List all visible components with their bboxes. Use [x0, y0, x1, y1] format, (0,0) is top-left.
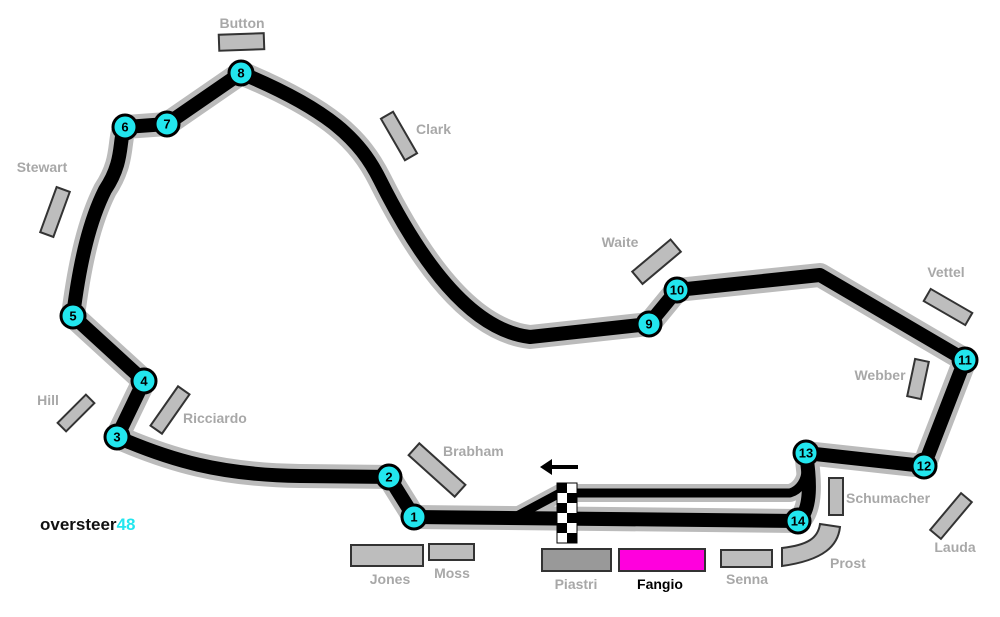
turn-4: 4 [130, 367, 158, 395]
turn-3: 3 [103, 423, 131, 451]
svg-text:Hill: Hill [37, 392, 59, 408]
svg-text:Button: Button [219, 15, 264, 31]
grandstand-stewart[interactable]: Stewart [17, 159, 72, 239]
start-finish-line [556, 482, 578, 544]
svg-text:Vettel: Vettel [927, 264, 964, 280]
svg-text:Schumacher: Schumacher [846, 490, 931, 506]
svg-text:8: 8 [237, 66, 244, 81]
grandstand-hill[interactable]: Hill [37, 392, 96, 433]
turn-14: 14 [784, 507, 812, 535]
turn-13: 13 [792, 439, 820, 467]
svg-text:Fangio: Fangio [637, 576, 683, 592]
svg-text:2: 2 [385, 470, 392, 485]
svg-text:Prost: Prost [830, 555, 866, 571]
svg-text:1: 1 [410, 510, 417, 525]
svg-text:6: 6 [121, 120, 128, 135]
svg-text:Lauda: Lauda [934, 539, 975, 555]
svg-text:Ricciardo: Ricciardo [183, 410, 247, 426]
turn-1: 1 [400, 503, 428, 531]
svg-text:14: 14 [791, 514, 806, 529]
turn-6: 6 [111, 113, 139, 141]
grandstand-lauda[interactable]: Lauda [928, 491, 976, 555]
grandstand-waite[interactable]: Waite [602, 234, 683, 286]
direction-arrow-icon [540, 459, 578, 475]
svg-text:3: 3 [113, 430, 120, 445]
grandstand-moss[interactable]: Moss [428, 543, 475, 581]
turn-9: 9 [635, 310, 663, 338]
svg-text:Moss: Moss [434, 565, 470, 581]
track [73, 73, 965, 521]
turn-5: 5 [59, 302, 87, 330]
grandstand-jones[interactable]: Jones [350, 544, 424, 587]
svg-text:9: 9 [645, 317, 652, 332]
turn-12: 12 [910, 452, 938, 480]
svg-text:5: 5 [69, 309, 76, 324]
grandstand-fangio[interactable]: Fangio [618, 548, 706, 592]
grandstand-brabham[interactable]: Brabham [407, 441, 504, 499]
svg-text:Piastri: Piastri [555, 576, 598, 592]
grandstand-ricciardo[interactable]: Ricciardo [149, 384, 247, 436]
svg-text:Webber: Webber [854, 367, 906, 383]
turn-10: 10 [663, 276, 691, 304]
grandstand-clark[interactable]: Clark [379, 110, 451, 162]
turn-7: 7 [153, 110, 181, 138]
svg-text:Clark: Clark [416, 121, 451, 137]
grandstand-vettel[interactable]: Vettel [922, 264, 974, 327]
grandstand-webber[interactable]: Webber [854, 357, 930, 401]
logo-number: 48 [116, 515, 136, 534]
svg-text:Waite: Waite [602, 234, 639, 250]
svg-text:4: 4 [140, 374, 148, 389]
turn-11: 11 [951, 346, 979, 374]
logo-text: oversteer [40, 515, 117, 534]
svg-text:7: 7 [163, 117, 170, 132]
grandstand-button[interactable]: Button [217, 15, 266, 52]
turn-8: 8 [227, 59, 255, 87]
turn-markers: 1 2 3 4 5 6 7 8 9 10 11 12 13 14 [59, 59, 979, 535]
turn-2: 2 [375, 463, 403, 491]
grandstand-prost[interactable]: Prost [781, 522, 866, 571]
svg-text:Senna: Senna [726, 571, 768, 587]
grandstand-senna[interactable]: Senna [720, 549, 773, 587]
svg-text:Jones: Jones [370, 571, 411, 587]
oversteer48-logo: oversteer48 [40, 515, 135, 535]
grandstands: Button Clark Stewart Waite Vettel Webber… [17, 15, 976, 592]
svg-text:10: 10 [670, 283, 684, 298]
svg-text:11: 11 [958, 353, 972, 368]
grandstand-schumacher[interactable]: Schumacher [828, 477, 931, 516]
svg-text:Stewart: Stewart [17, 159, 68, 175]
svg-text:12: 12 [917, 459, 931, 474]
svg-text:13: 13 [799, 446, 813, 461]
svg-text:Brabham: Brabham [443, 443, 504, 459]
grandstand-piastri[interactable]: Piastri [541, 548, 612, 592]
